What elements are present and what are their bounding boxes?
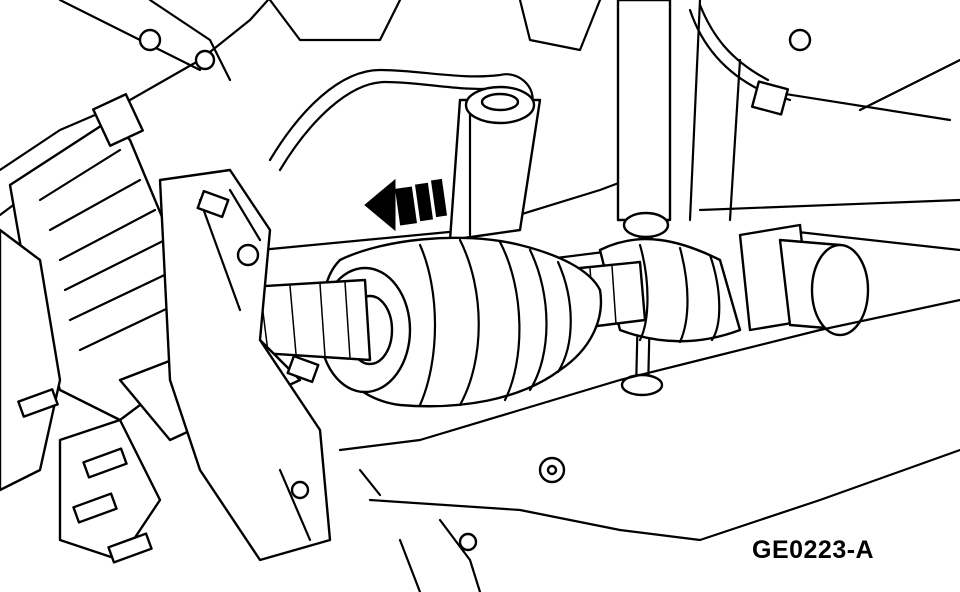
strut-bracket <box>448 85 542 242</box>
brake-hose <box>268 3 792 172</box>
wheel-hub <box>0 228 162 564</box>
removal-direction-arrow-icon <box>364 178 448 232</box>
steering-knuckle <box>158 168 332 562</box>
mounting-bolts <box>138 28 812 384</box>
figure-code: GE0223-A <box>752 536 875 564</box>
lower-control-arm <box>338 298 960 592</box>
